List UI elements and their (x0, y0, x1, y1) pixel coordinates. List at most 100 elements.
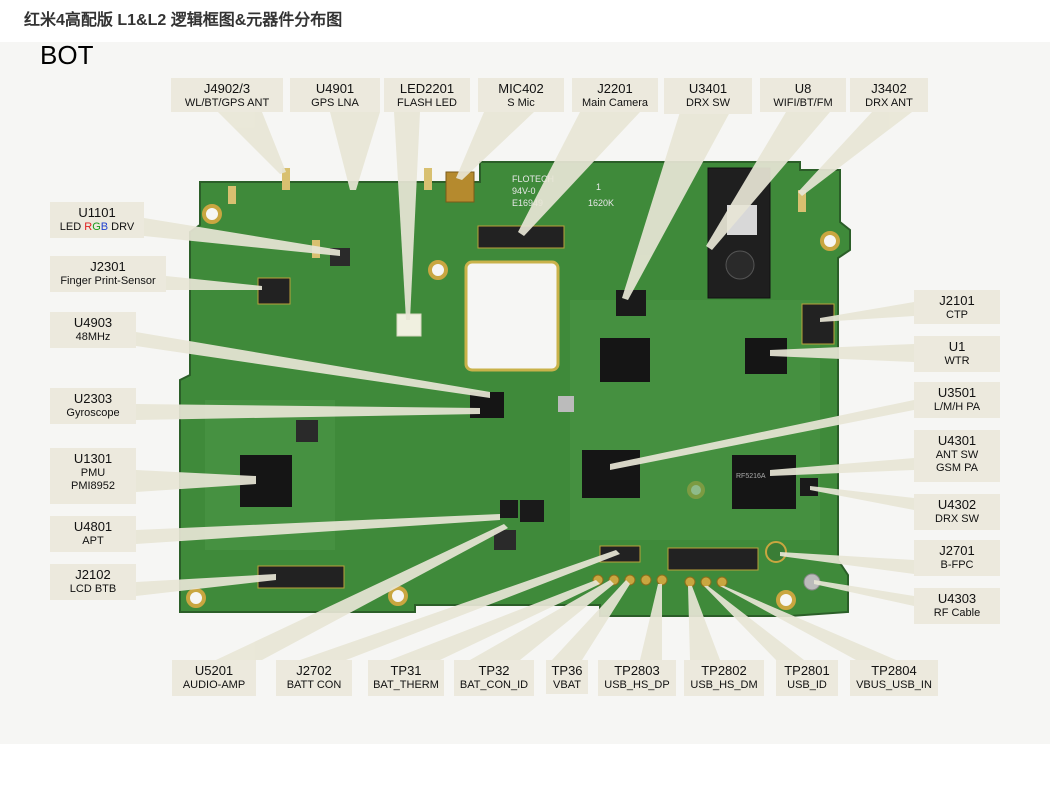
desc-pre: LED (59, 220, 85, 233)
leader (470, 580, 614, 660)
desc: B-FPC (940, 558, 974, 571)
leader (518, 112, 640, 236)
leader (394, 112, 420, 320)
desc: DRX ANT (865, 96, 913, 109)
ref: J4902/3 (203, 81, 251, 96)
connector-ctp (801, 303, 835, 345)
label-tp2801: TP2801 USB_ID (776, 660, 838, 696)
ref: J2201 (597, 81, 633, 96)
leader (456, 112, 534, 180)
desc: WL/BT/GPS ANT (184, 96, 270, 109)
desc-post: DRV (108, 220, 135, 233)
desc: BAT_CON_ID (459, 678, 529, 691)
desc: VBUS_USB_IN (856, 678, 932, 691)
ref: TP31 (390, 663, 422, 678)
label-j2201: J2201 Main Camera (572, 78, 658, 112)
chip-marking: RF5216A (736, 473, 766, 480)
leader (704, 586, 804, 660)
label-u3401: U3401 DRX SW (664, 78, 752, 114)
label-j2701: J2701 B-FPC (914, 540, 1000, 576)
desc: BAT_THERM (373, 678, 439, 691)
bfpc-hole (765, 541, 787, 563)
label-j2702: J2702 BATT CON (276, 660, 352, 696)
tp-pad (716, 576, 728, 588)
ref: U8 (794, 81, 812, 96)
label-j2301: J2301 Finger Print-Sensor (50, 256, 166, 292)
ref: J3402 (871, 81, 907, 96)
silk-text: E16949 (512, 198, 543, 208)
desc-b: B (100, 220, 109, 233)
label-j2102: J2102 LCD BTB (50, 564, 136, 600)
desc: L/M/H PA (933, 400, 981, 413)
silk-text: 1 (596, 182, 601, 192)
ref: J2301 (90, 259, 126, 274)
mount-hole (820, 231, 840, 251)
leader (136, 332, 490, 398)
leader (300, 550, 620, 660)
ref: U1101 (78, 205, 116, 220)
leader (330, 112, 380, 190)
leader (136, 470, 256, 492)
ref: U1301 (73, 451, 113, 466)
ref: TP2801 (784, 663, 830, 678)
label-u1101: U1101 LED RGB DRV (50, 202, 144, 238)
desc: DRX SW (686, 96, 730, 109)
ref: U4801 (73, 519, 113, 534)
leader (136, 404, 480, 420)
desc: FLASH LED (397, 96, 457, 109)
chip-drx2 (800, 478, 818, 496)
desc: APT (82, 534, 104, 547)
desc: DRX SW (935, 512, 979, 525)
desc-g: G (92, 220, 101, 233)
mount-hole (186, 588, 206, 608)
ref: U1 (948, 339, 966, 354)
chip-pa (582, 450, 640, 498)
chip-audio (520, 500, 544, 522)
leader (622, 112, 730, 300)
label-tp32: TP32 BAT_CON_ID (454, 660, 534, 696)
label-u1301: U1301 PMU PMI8952 (50, 448, 136, 504)
label-tp2802: TP2802 USB_HS_DM (684, 660, 764, 696)
desc: AUDIO-AMP (182, 678, 246, 691)
label-u4303: U4303 RF Cable (914, 588, 1000, 624)
mount-hole (388, 586, 408, 606)
label-u8: U8 WIFI/BT/FM (760, 78, 846, 112)
chip-misc (296, 420, 318, 442)
ref: TP2803 (614, 663, 660, 678)
tp-pad (656, 574, 668, 586)
label-tp31: TP31 BAT_THERM (368, 660, 444, 696)
desc: WIFI/BT/FM (773, 96, 833, 109)
silk-text: FLOTECH (512, 174, 554, 184)
ref: TP2802 (701, 663, 747, 678)
connector-fp (257, 277, 291, 305)
ref: TP36 (551, 663, 583, 678)
mount-hole (202, 204, 222, 224)
desc: BATT CON (286, 678, 342, 691)
leader (688, 586, 720, 660)
desc: WTR (944, 354, 970, 367)
desc: RF Cable (933, 606, 981, 619)
ref: U4901 (315, 81, 355, 96)
connector-bfpc (667, 547, 759, 571)
leader (390, 580, 600, 660)
chip-crystal (558, 396, 574, 412)
leader (144, 218, 340, 256)
ref: TP2804 (871, 663, 917, 678)
desc: Finger Print-Sensor (60, 274, 156, 287)
label-led2201: LED2201 FLASH LED (384, 78, 470, 112)
tp-pad (700, 576, 712, 588)
desc: VBAT (553, 678, 581, 691)
tp-pad (684, 576, 696, 588)
leader (720, 586, 896, 660)
label-u5201: U5201 AUDIO-AMP (172, 660, 256, 696)
silk-text: 1620K (588, 198, 614, 208)
desc: PMU (80, 466, 106, 479)
test-points (592, 574, 728, 588)
label-u2303: U2303 Gyroscope (50, 388, 136, 424)
leader (552, 580, 630, 660)
desc2: GSM PA (936, 461, 978, 474)
headphone-jack-hole (725, 250, 755, 280)
desc-r: R (84, 220, 93, 233)
desc: ANT SW (935, 448, 979, 461)
